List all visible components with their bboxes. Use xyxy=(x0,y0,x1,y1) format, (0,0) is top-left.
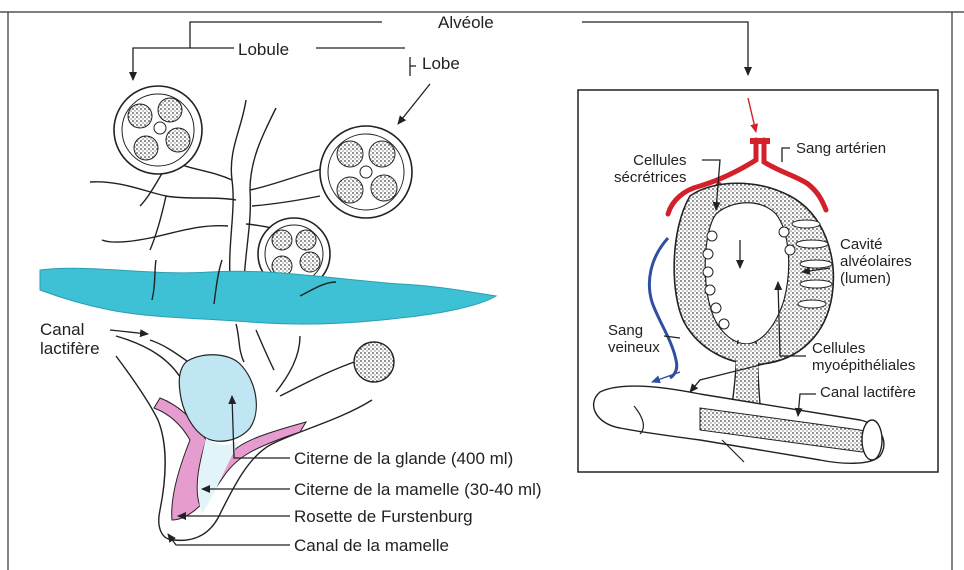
citerne-glande-label: Citerne de la glande (400 ml) xyxy=(294,449,513,468)
cellules-myo-label: Cellules myoépithéliales xyxy=(812,340,915,374)
alveole-label: Alvéole xyxy=(438,13,494,32)
lobule-arrow xyxy=(133,48,234,80)
canal-lactifere-left-arrow xyxy=(110,330,148,334)
lobe-label: Lobe xyxy=(422,54,460,73)
citerne-mamelle-label: Citerne de la mamelle (30-40 ml) xyxy=(294,480,542,499)
teat-wall-left xyxy=(116,356,174,540)
canal-lactifere-left-label: Canal lactifère xyxy=(40,320,100,358)
canal-lactifere-right-label: Canal lactifère xyxy=(820,384,916,401)
cellules-secretrices-label: Cellules sécrétrices xyxy=(614,152,687,186)
sang-veineux-label: Sang veineux xyxy=(608,322,660,356)
artery-cap xyxy=(750,138,770,144)
gland-tissue-band xyxy=(40,268,496,324)
duct-texture xyxy=(736,344,758,404)
sang-arteriel-label: Sang artérien xyxy=(796,140,886,157)
lobe-arrow xyxy=(398,84,430,124)
rosette-label: Rosette de Furstenburg xyxy=(294,507,473,526)
lobule-top-left xyxy=(114,86,202,174)
cavite-label: Cavité alvéolaires (lumen) xyxy=(840,236,912,287)
lobule-label: Lobule xyxy=(238,40,289,59)
canal-opening xyxy=(862,420,882,460)
lobule-small xyxy=(354,342,394,382)
canal-mamelle-label: Canal de la mamelle xyxy=(294,536,449,555)
lobule-right xyxy=(320,126,412,218)
alveole-arrow-right xyxy=(582,22,748,75)
